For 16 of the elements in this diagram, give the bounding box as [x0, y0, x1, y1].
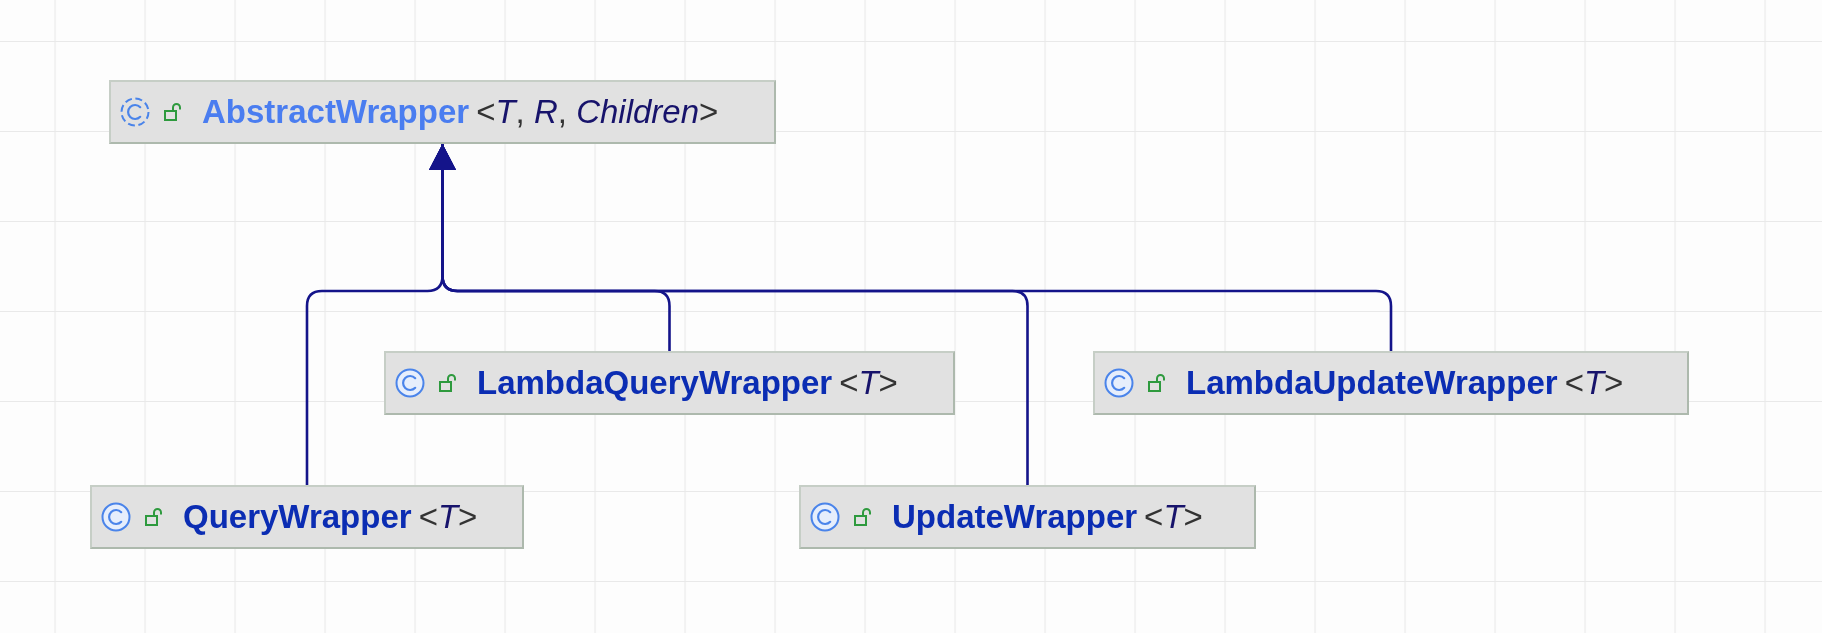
class-name: LambdaQueryWrapper	[477, 363, 833, 403]
type-parameters: <T>	[418, 497, 478, 537]
class-box	[799, 485, 1256, 549]
class-name: LambdaUpdateWrapper	[1186, 363, 1558, 403]
type-parameters: <T>	[1564, 363, 1624, 403]
inheritance-arrow	[429, 144, 1029, 485]
class-name: UpdateWrapper	[892, 497, 1138, 537]
class-box	[109, 80, 776, 144]
class-name: AbstractWrapper	[202, 92, 470, 132]
class-box	[384, 351, 955, 415]
class-name: QueryWrapper	[183, 497, 412, 537]
class-box	[90, 485, 524, 549]
type-parameters: <T>	[1144, 497, 1203, 537]
class-box	[1093, 351, 1689, 415]
type-parameters: <T, R, Children>	[476, 92, 719, 132]
type-parameters: <T>	[839, 363, 898, 403]
